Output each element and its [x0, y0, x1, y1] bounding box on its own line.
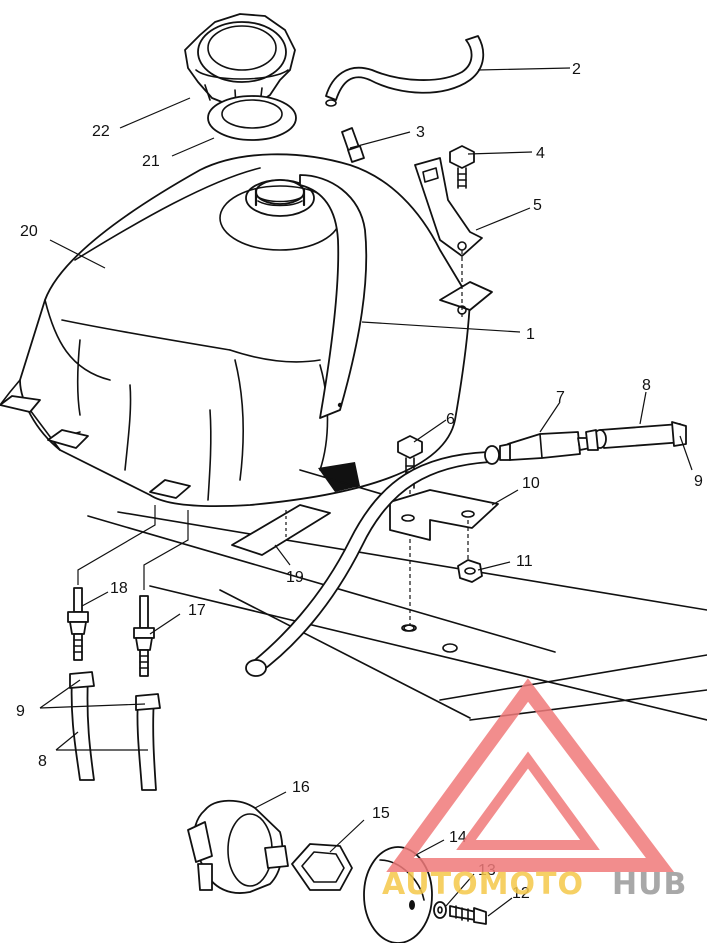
fuel-cap: [184, 13, 296, 107]
callout-5: 5: [533, 197, 542, 214]
tank-pad: [231, 504, 331, 556]
callout-12: 12: [512, 885, 530, 902]
callout-10: 10: [522, 475, 540, 492]
fuel-valve: [187, 799, 289, 894]
callout-labels: 1 2 3 4 5 6 7 8 8 9 9 10 11 12 13 14 15 …: [16, 61, 703, 902]
watermark-triangle-icon: [386, 678, 675, 872]
automotohub-watermark: AUTOMOTO HUB: [382, 678, 687, 902]
callout-15: 15: [372, 805, 390, 822]
bolt-top: [449, 145, 475, 189]
callout-9-left: 9: [16, 703, 25, 720]
callout-20: 20: [20, 223, 38, 240]
nut: [457, 559, 483, 583]
mount-bracket: [414, 157, 483, 320]
watermark-text-auto: AUTOMOTO: [382, 867, 584, 902]
callout-16: 16: [292, 779, 310, 796]
callout-11: 11: [516, 553, 533, 570]
left-hoses: [69, 671, 161, 791]
valve-gasket: [291, 843, 353, 891]
watermark-inner-triangle-icon: [456, 751, 600, 850]
callout-6: 6: [446, 411, 455, 428]
callout-18: 18: [110, 580, 128, 597]
fuel-filter: [499, 431, 591, 461]
fuel-line: [245, 445, 500, 677]
vent-hose: [325, 35, 485, 107]
fuel-tank: [0, 153, 493, 507]
callout-19: 19: [286, 569, 304, 586]
callout-7: 7: [556, 389, 565, 406]
short-hose: [585, 421, 687, 451]
vent-fitting: [341, 127, 365, 163]
callout-4: 4: [536, 145, 545, 162]
callout-1: 1: [526, 326, 535, 343]
leader-lines: [39, 67, 693, 917]
callout-22: 22: [92, 123, 110, 140]
callout-17: 17: [188, 602, 206, 619]
callout-8-left: 8: [38, 753, 47, 770]
callout-3: 3: [416, 124, 425, 141]
watermark-text-hub: HUB: [612, 867, 687, 902]
cap-gasket: [207, 95, 297, 141]
callout-21: 21: [142, 153, 160, 170]
callout-8-right: 8: [642, 377, 651, 394]
callout-9-right: 9: [694, 473, 703, 490]
callout-2: 2: [572, 61, 581, 78]
washer: [433, 901, 447, 919]
fitting-17: [133, 595, 155, 677]
frame-rails: [87, 511, 707, 721]
left-dashed-leaders: [77, 505, 189, 590]
lower-bracket: [389, 489, 499, 560]
fitting-18: [67, 587, 89, 661]
screw: [449, 905, 487, 925]
